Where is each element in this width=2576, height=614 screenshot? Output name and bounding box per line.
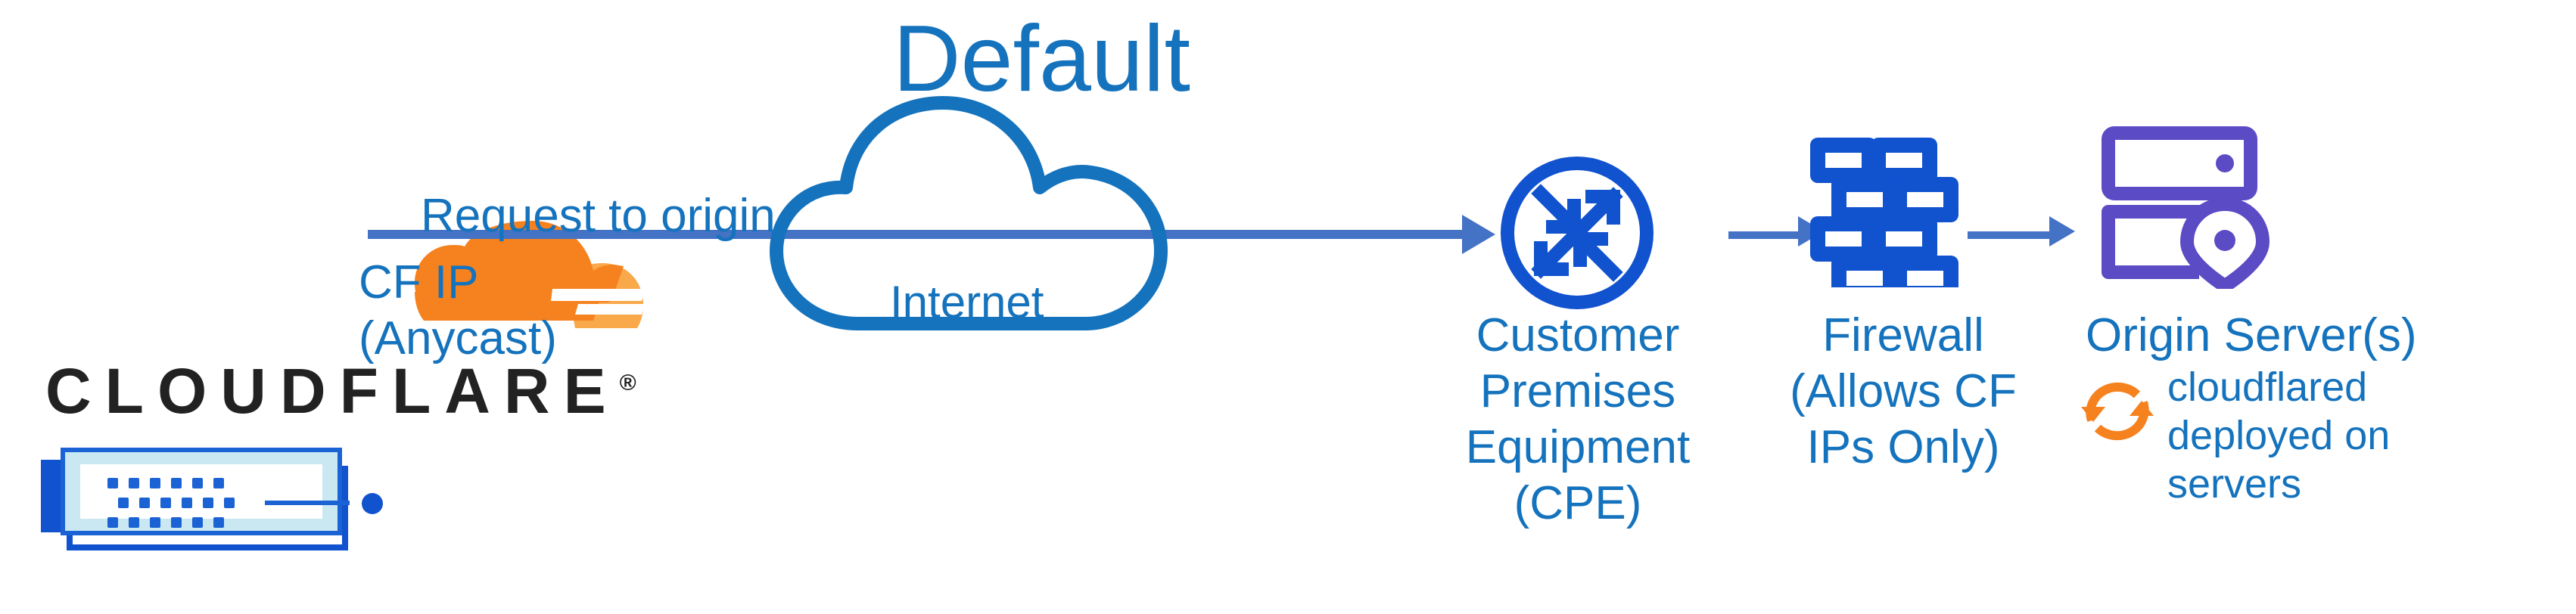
brick-wall-icon [1809, 136, 1960, 301]
router-four-arrows-icon [1495, 151, 1659, 322]
request-to-origin-label: Request to origin [421, 189, 776, 242]
server-with-location-pin-icon [2101, 126, 2276, 296]
page-title: Default [893, 8, 1190, 112]
request-flow-line [368, 230, 1473, 239]
server-face [80, 464, 383, 528]
cf-ip-anycast-label: CF IP (Anycast) [359, 256, 557, 364]
right-arrow-icon [1462, 215, 1495, 254]
server-vent-dots [107, 478, 235, 529]
server-rack-1 [33, 439, 383, 560]
origin-server-label: Origin Server(s) [2086, 309, 2417, 361]
internet-label: Internet [890, 278, 1044, 328]
server-led-indicator [362, 493, 383, 514]
firewall-to-origin-line [1968, 231, 2052, 239]
orange-sync-circle-icon [2077, 372, 2158, 458]
cloudflared-deployed-label: cloudflared deployed on servers [2167, 364, 2391, 507]
cloudflare-logo: CLOUDFLARE® [45, 212, 651, 426]
server-rack-2 [33, 605, 351, 614]
internet-cloud-icon [764, 94, 1173, 343]
server-status-bar [265, 501, 350, 505]
server-body [61, 448, 383, 535]
cloudflare-cloud-logo-icon [394, 212, 658, 363]
cpe-to-firewall-line [1728, 231, 1801, 239]
cpe-label: Customer Premises Equipment (CPE) [1465, 309, 1691, 529]
cloudflare-wordmark: CLOUDFLARE® [45, 355, 636, 426]
firewall-label: Firewall (Allows CF IPs Only) [1790, 309, 2017, 473]
right-arrow-icon [2049, 216, 2075, 247]
